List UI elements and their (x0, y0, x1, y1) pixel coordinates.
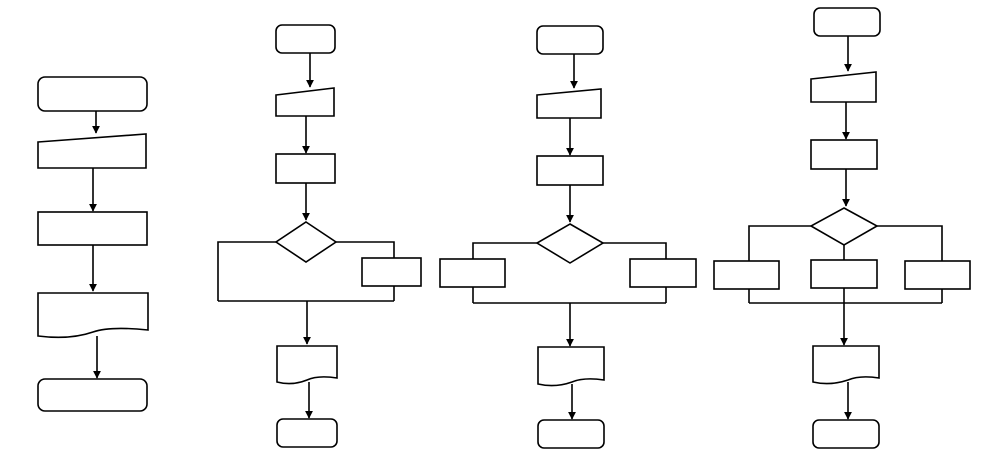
input-manual-shape (810, 71, 877, 103)
end-terminator (812, 419, 880, 449)
edge-decision-to-right (877, 225, 943, 261)
end-terminator (276, 418, 338, 448)
input-manual-shape (37, 133, 147, 169)
right-process-box (629, 258, 697, 288)
left-process-box (439, 258, 506, 288)
decision-diamond (809, 207, 879, 246)
output-document-shape (37, 292, 149, 339)
right-process-box (904, 260, 971, 290)
flowchart-three-branch (713, 7, 971, 449)
edge-decision-to-branch (336, 241, 395, 258)
end-terminator (537, 419, 605, 449)
decision-diamond (535, 223, 605, 264)
output-document-shape (812, 345, 880, 385)
process-box (37, 211, 148, 246)
middle-process-box (810, 259, 878, 289)
start-terminator (37, 76, 148, 112)
branch-process-box (361, 257, 422, 287)
end-terminator (37, 378, 148, 412)
left-process-box (713, 260, 780, 290)
input-manual-shape (275, 87, 335, 117)
edge-decision-left-path (217, 241, 276, 301)
edge-decision-to-left (472, 242, 537, 259)
start-terminator (275, 24, 336, 54)
edge-decision-to-left (748, 225, 811, 261)
start-terminator (813, 7, 881, 37)
start-terminator (536, 25, 604, 55)
flowchart-sequential (37, 76, 149, 412)
output-document-shape (276, 345, 338, 385)
flowchart-two-branch (439, 25, 697, 449)
process-box (810, 139, 878, 170)
edge-decision-to-right (603, 242, 667, 259)
decision-diamond (274, 221, 338, 263)
process-box (275, 153, 336, 184)
process-box (536, 155, 604, 186)
output-document-shape (537, 346, 605, 387)
input-manual-shape (536, 88, 602, 119)
flowchart-single-branch (217, 24, 422, 448)
